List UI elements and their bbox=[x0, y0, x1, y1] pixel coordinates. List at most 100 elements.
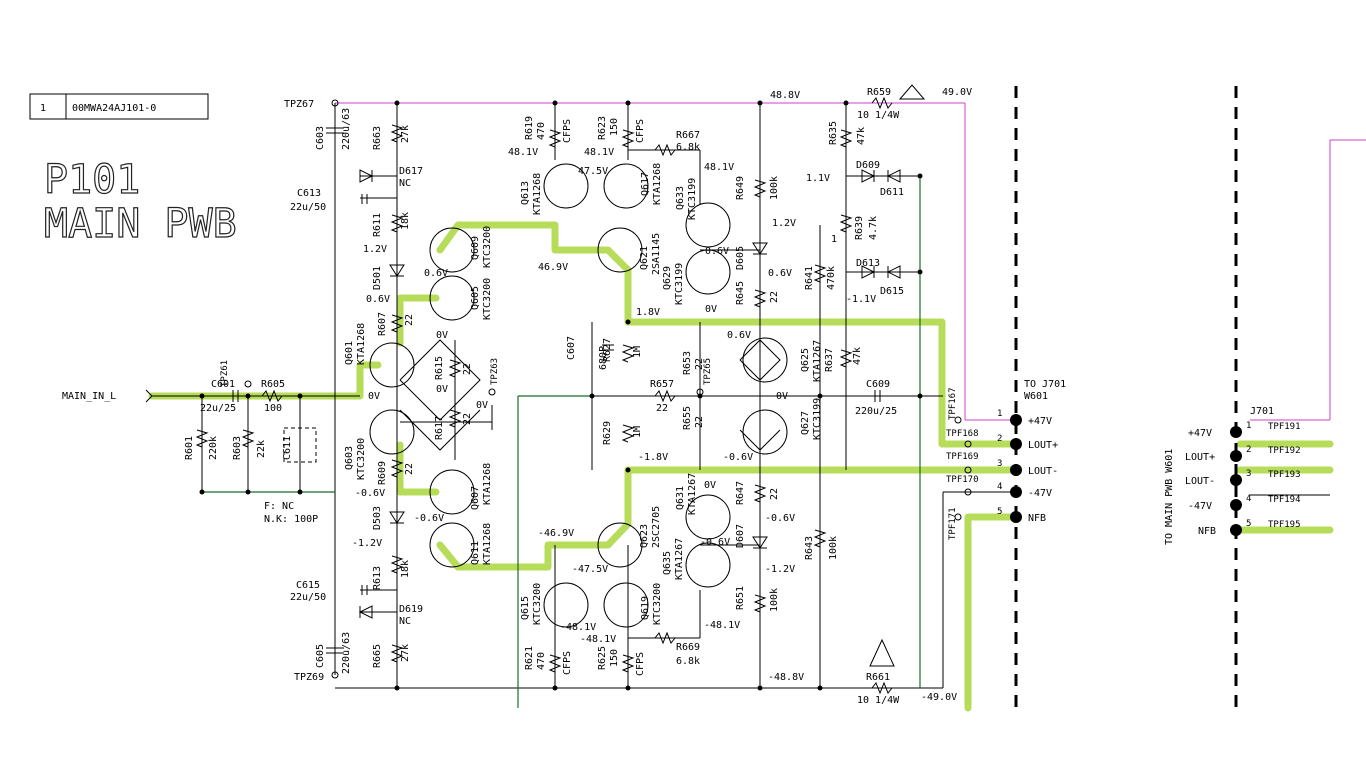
component-label-q613: Q613 bbox=[520, 181, 531, 205]
component-label-v475: 47.5V bbox=[578, 166, 608, 177]
component-label-c607: C607 bbox=[566, 336, 577, 360]
w601-pin-2-num: 2 bbox=[997, 434, 1002, 444]
component-label-r637: R637 bbox=[824, 348, 835, 372]
w601-tp-5: TPF171 bbox=[948, 507, 958, 540]
component-label-q635: Q635 bbox=[662, 551, 673, 575]
component-label-r641v: 470k bbox=[826, 266, 837, 290]
component-label-r629v: 1M bbox=[632, 426, 643, 438]
component-label-r625c: CFPS bbox=[635, 652, 646, 676]
component-label-d501: D501 bbox=[372, 266, 383, 290]
component-label-q613t: KTA1268 bbox=[532, 173, 543, 215]
component-label-r665v: 27k bbox=[400, 644, 411, 662]
component-label-r663v: 27k bbox=[400, 125, 411, 143]
component-label-r613: R613 bbox=[372, 566, 383, 590]
testpoint-tpz63: TPZ63 bbox=[490, 358, 500, 385]
j701-pin-5-label: NFB bbox=[1198, 526, 1216, 537]
component-label-r619c: CFPS bbox=[562, 119, 573, 143]
rail-positive: 48.8V bbox=[770, 90, 800, 101]
component-label-q615: Q615 bbox=[520, 596, 531, 620]
j701-tp-2: TPF192 bbox=[1268, 446, 1301, 456]
component-label-q619: Q619 bbox=[640, 596, 651, 620]
w601-pin-4-label: -47V bbox=[1028, 488, 1052, 499]
component-label-v06a: 0.6V bbox=[424, 268, 448, 279]
component-label-d617: D617 bbox=[399, 166, 423, 177]
component-label-v469: 46.9V bbox=[538, 262, 568, 273]
component-label-c601: C601 bbox=[211, 379, 235, 390]
component-label-v481c: 48.1V bbox=[704, 162, 734, 173]
component-label-v0f: 0V bbox=[776, 391, 788, 402]
component-label-r621: R621 bbox=[524, 646, 535, 670]
wiring bbox=[152, 102, 1366, 708]
component-label-r603v: 22k bbox=[256, 440, 267, 458]
component-label-r607: R607 bbox=[377, 312, 388, 336]
component-label-r635v: 47k bbox=[856, 127, 867, 145]
component-label-vn06e: -0.6V bbox=[700, 537, 730, 548]
component-label-r651v: 100k bbox=[769, 588, 780, 612]
component-label-q601t: KTA1268 bbox=[356, 323, 367, 365]
j701-pin-3-label: LOUT- bbox=[1185, 476, 1215, 487]
component-label-q621t: 2SA1145 bbox=[651, 233, 662, 275]
component-label-vn18: -1.8V bbox=[638, 452, 668, 463]
component-label-r667v: 6.8k bbox=[676, 142, 700, 153]
component-label-d607: D607 bbox=[735, 524, 746, 548]
component-label-q629t: KTC3199 bbox=[674, 263, 685, 305]
component-label-r659v: 10 1/4W bbox=[857, 110, 900, 121]
j701-tp-4: TPF194 bbox=[1268, 495, 1301, 505]
component-label-q627t: KTC3199 bbox=[812, 398, 823, 440]
component-label-c609: C609 bbox=[866, 379, 890, 390]
title-block: 1 00MWA24AJ101-0 bbox=[29, 93, 209, 120]
j701-pin-2-label: LOUT+ bbox=[1185, 452, 1215, 463]
component-label-r625: R625 bbox=[597, 646, 608, 670]
component-label-v18: 1.8V bbox=[636, 307, 660, 318]
component-label-q631t: KTA1267 bbox=[687, 473, 698, 515]
component-label-vn481c: -48.1V bbox=[704, 620, 740, 631]
component-label-v0d: 0V bbox=[476, 400, 488, 411]
component-label-c609v: 220u/25 bbox=[855, 406, 897, 417]
w601-tp-2: TPF168 bbox=[946, 429, 979, 439]
component-label-r623c: CFPS bbox=[635, 119, 646, 143]
testpoint-tpz65: TPZ65 bbox=[703, 358, 713, 385]
component-label-r601v: 220k bbox=[208, 436, 219, 460]
component-label-r629: R629 bbox=[602, 421, 613, 445]
component-label-d503: D503 bbox=[372, 506, 383, 530]
component-label-c615: C615 bbox=[296, 580, 320, 591]
component-label-c605: C605 bbox=[315, 644, 326, 668]
w601-pin-2-label: LOUT+ bbox=[1028, 440, 1058, 451]
component-label-r659: R659 bbox=[867, 87, 891, 98]
component-label-r643: R643 bbox=[804, 536, 815, 560]
component-label-r657: R657 bbox=[650, 379, 674, 390]
component-label-q615t: KTC3200 bbox=[532, 583, 543, 625]
component-label-r613v: 18k bbox=[400, 560, 411, 578]
highlighted-signal-paths bbox=[148, 221, 1334, 712]
component-label-q619t: KTC3200 bbox=[652, 583, 663, 625]
component-label-d609: D609 bbox=[856, 160, 880, 171]
component-label-q611: Q611 bbox=[470, 541, 481, 565]
component-label-r605: R605 bbox=[261, 379, 285, 390]
j701-pin-5-num: 5 bbox=[1246, 519, 1251, 529]
component-label-r617: R617 bbox=[434, 416, 445, 440]
component-label-v12a: 1.2V bbox=[363, 244, 387, 255]
component-label-r623: R623 bbox=[597, 116, 608, 140]
component-label-r653v: 22 bbox=[694, 358, 705, 370]
component-label-r641: R641 bbox=[804, 266, 815, 290]
component-label-d619n: NC bbox=[399, 616, 411, 627]
component-label-v11: 1.1V bbox=[806, 173, 830, 184]
w601-tp-1: TPF167 bbox=[948, 387, 958, 420]
component-label-q607t: KTA1268 bbox=[482, 463, 493, 505]
component-label-q617t: KTA1268 bbox=[652, 163, 663, 205]
component-label-vn11: -1.1V bbox=[846, 294, 876, 305]
component-label-r619v: 470 bbox=[536, 122, 547, 140]
component-label-r667: R667 bbox=[676, 130, 700, 141]
component-label-vn481a: -48.1V bbox=[560, 622, 596, 633]
component-label-r621v: 470 bbox=[536, 652, 547, 670]
component-label-v0c: 0V bbox=[436, 384, 448, 395]
rail-negative-fuse: -49.0V bbox=[921, 692, 957, 703]
connector-j701: J701 TO MAIN PWB W601 1 +47V TPF191 2 LO… bbox=[1164, 406, 1301, 545]
component-label-v06e: 0.6V bbox=[727, 330, 751, 341]
component-label-r611v: 18k bbox=[400, 212, 411, 230]
component-label-r611: R611 bbox=[372, 213, 383, 237]
component-label-q633t: KTC3199 bbox=[687, 178, 698, 220]
component-label-vn06b: -0.6V bbox=[414, 513, 444, 524]
component-label-q633: Q633 bbox=[675, 186, 686, 210]
